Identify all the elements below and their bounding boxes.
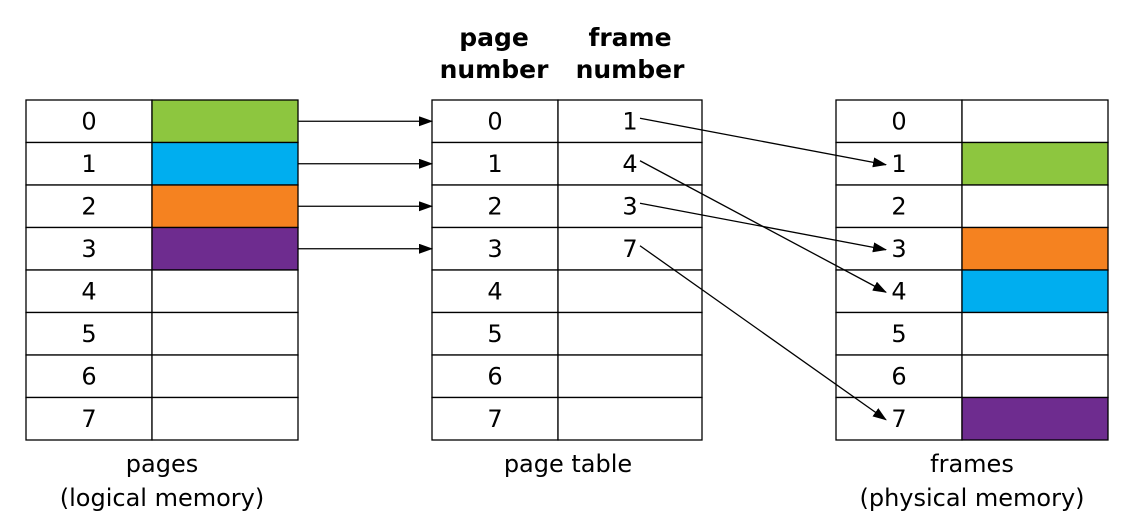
- page-number-cell: [25, 99, 153, 144]
- frame-number-label: 3: [891, 235, 906, 263]
- frame-number-cell: [835, 99, 963, 144]
- logical-memory-caption-line1: pages: [126, 450, 198, 478]
- page-table-frame-label: 3: [622, 192, 637, 220]
- frame-number-cell: [835, 141, 963, 186]
- page-table-frame-cell: [557, 141, 703, 186]
- page-table-frame-cell: [557, 311, 703, 356]
- frame-number-cell: [835, 184, 963, 229]
- page-table: 0 1 1 4 2 3 3 7 4 5 6 7: [431, 99, 703, 441]
- frame-block: [961, 311, 1109, 356]
- page-number-cell: [25, 396, 153, 441]
- page-block: [151, 269, 299, 314]
- page-table-frame-cell: [557, 184, 703, 229]
- page-block: [151, 311, 299, 356]
- page-table-page-cell: [431, 396, 559, 441]
- page-number-header-line2: number: [440, 55, 549, 84]
- page-number-cell: [25, 141, 153, 186]
- frame-number-cell: [835, 354, 963, 399]
- physical-memory-table: 0 1 2 3 4 5 6 7: [835, 99, 1109, 441]
- table-to-frame-arrow: [639, 117, 887, 168]
- physical-memory-caption-line1: frames: [930, 450, 1014, 478]
- page-table-page-label: 0: [487, 107, 502, 135]
- frame-number-header-line1: frame: [588, 23, 671, 52]
- frame-number-header-line2: number: [576, 55, 685, 84]
- frame-block: [961, 226, 1109, 271]
- page-table-page-label: 3: [487, 235, 502, 263]
- page-table-page-cell: [431, 354, 559, 399]
- frame-number-label: 7: [891, 405, 906, 433]
- page-table-frame-cell: [557, 99, 703, 144]
- page-table-frame-label: 7: [622, 235, 637, 263]
- page-table-frame-cell: [557, 226, 703, 271]
- table-to-frame-arrow: [639, 202, 887, 253]
- page-number-cell: [25, 184, 153, 229]
- page-table-page-label: 6: [487, 362, 502, 390]
- frame-number-cell: [835, 396, 963, 441]
- page-table-page-label: 1: [487, 150, 502, 178]
- frame-number-label: 2: [891, 192, 906, 220]
- page-block: [151, 354, 299, 399]
- frame-block: [961, 141, 1109, 186]
- page-table-page-label: 4: [487, 277, 502, 305]
- frame-block: [961, 269, 1109, 314]
- page-table-caption: page table: [504, 450, 632, 478]
- page-block: [151, 226, 299, 271]
- mapping-arrows: [298, 116, 887, 421]
- page-table-page-label: 5: [487, 320, 502, 348]
- page-block: [151, 396, 299, 441]
- page-table-frame-label: 1: [622, 107, 637, 135]
- page-block: [151, 141, 299, 186]
- page-table-page-cell: [431, 311, 559, 356]
- frame-number-label: 6: [891, 362, 906, 390]
- page-table-page-label: 2: [487, 192, 502, 220]
- frame-block: [961, 184, 1109, 229]
- page-block: [151, 184, 299, 229]
- frame-block: [961, 396, 1109, 441]
- page-number-label: 1: [81, 150, 96, 178]
- page-number-label: 4: [81, 277, 96, 305]
- page-table-page-cell: [431, 269, 559, 314]
- page-table-frame-cell: [557, 354, 703, 399]
- logical-memory-caption-line2: (logical memory): [60, 484, 264, 512]
- page-table-frame-cell: [557, 396, 703, 441]
- page-table-frame-cell: [557, 269, 703, 314]
- page-number-label: 5: [81, 320, 96, 348]
- physical-memory-caption-line2: (physical memory): [859, 484, 1084, 512]
- page-number-label: 7: [81, 405, 96, 433]
- page-number-label: 2: [81, 192, 96, 220]
- frame-number-label: 0: [891, 107, 906, 135]
- frame-number-label: 5: [891, 320, 906, 348]
- frame-block: [961, 354, 1109, 399]
- page-table-frame-label: 4: [622, 150, 637, 178]
- table-to-frame-arrow: [639, 245, 887, 421]
- frame-number-label: 1: [891, 150, 906, 178]
- frame-block: [961, 99, 1109, 144]
- page-number-label: 0: [81, 107, 96, 135]
- frame-number-label: 4: [891, 277, 906, 305]
- page-number-cell: [25, 311, 153, 356]
- page-block: [151, 99, 299, 144]
- page-number-label: 6: [81, 362, 96, 390]
- page-number-header-line1: page: [459, 23, 529, 52]
- page-number-label: 3: [81, 235, 96, 263]
- page-table-page-label: 7: [487, 405, 502, 433]
- logical-memory-table: 0 1 2 3 4 5 6 7: [25, 99, 299, 441]
